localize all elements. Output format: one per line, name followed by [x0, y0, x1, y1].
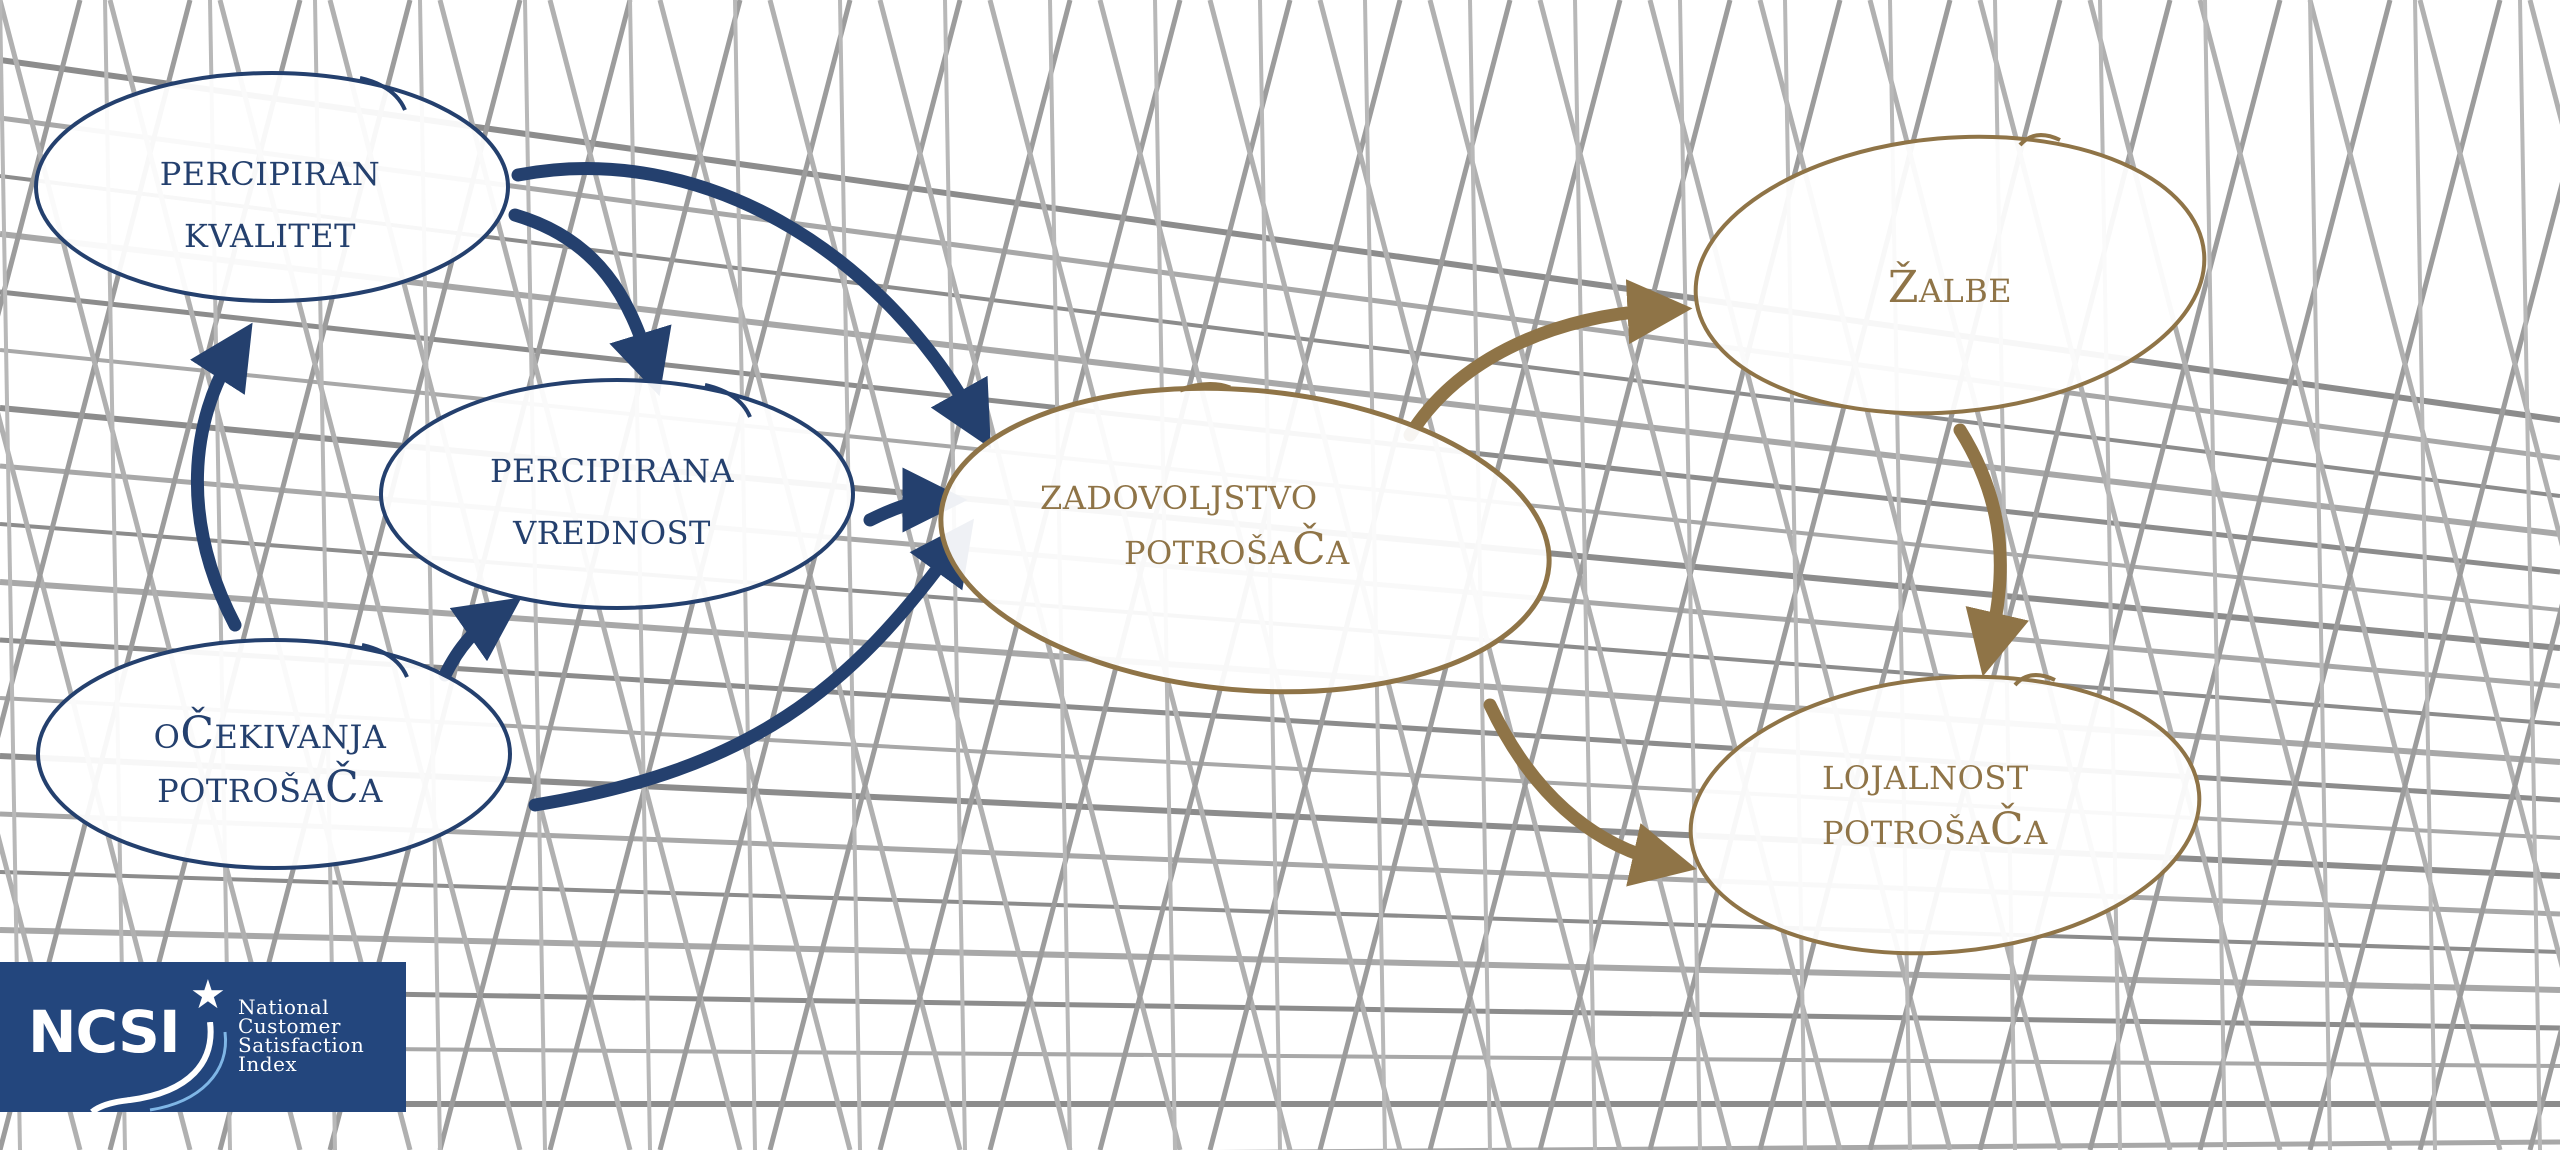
satisfaction-line2-large-letter: Č	[1291, 524, 1327, 575]
node-perceived-value-label: PERCIPIRANA VREDNOST	[462, 455, 762, 549]
logo-line1: National	[238, 995, 330, 1019]
lattice-beam	[1678, 0, 1702, 1150]
node-customer-expectations-label: OČEKIVANJA POTROŠAČA	[120, 712, 420, 810]
expectations-rest: EKIVANJA	[214, 718, 387, 756]
customer-loyalty-line1: LOJALNOST	[1822, 759, 2029, 797]
lattice-beam	[0, 0, 22, 1150]
arrow-satisfaction-to-loyalty	[1483, 698, 1697, 887]
node-customer-expectations-shape	[36, 638, 512, 870]
expectations-large-letter: Č	[180, 708, 215, 759]
node-customer-satisfaction-label: ZADOVOLJSTVO POTROŠAČA	[1040, 479, 1349, 572]
arrow-expectations-to-value	[438, 597, 522, 682]
ncsi-logo: NCSI ★ National Customer Satisfaction In…	[0, 962, 406, 1112]
lattice-beam	[2417, 603, 2560, 1150]
node-shapes	[34, 71, 2207, 956]
arrow-quality-to-satisfaction	[511, 162, 991, 449]
lattice-beam	[2308, 0, 2332, 1150]
node-perceived-quality-label: PERCIPIRAN KVALITET	[120, 158, 420, 252]
complaints-line: ŽALBE	[1830, 266, 2070, 310]
satisfaction-line2-lead: POTROŠA	[1124, 534, 1292, 572]
node-customer-loyalty-shape	[1688, 673, 2202, 956]
logo-line3: Satisfaction	[238, 1033, 365, 1057]
node-complaints-label: ŽALBE	[1830, 266, 2070, 310]
customer-expectations-line2: POTROŠAČA	[120, 766, 420, 810]
expectations-first-letter: O	[153, 718, 181, 756]
lattice-beam	[1427, 0, 1733, 1150]
lattice-beam	[2413, 0, 2437, 1150]
node-customer-loyalty-label: LOJALNOST POTROŠAČA	[1822, 762, 2142, 852]
node-customer-satisfaction-shape	[938, 382, 1552, 695]
expectations-line2-end: A	[359, 772, 383, 810]
node-perceived-quality-shape	[34, 71, 510, 303]
loyalty-line2-large-letter: Č	[1989, 804, 2025, 855]
arrow-value-to-satisfaction	[863, 467, 968, 533]
logo-line2: Customer	[238, 1014, 341, 1038]
lattice-beam	[2197, 0, 2503, 1150]
lattice-beam	[657, 0, 963, 1150]
perceived-quality-line1: PERCIPIRAN	[159, 155, 381, 193]
lattice-beam	[2203, 0, 2227, 1150]
gold-arrows	[1403, 279, 2029, 887]
loyalty-line2-end: A	[2024, 814, 2048, 852]
node-complaints-shape	[1693, 133, 2207, 416]
customer-loyalty-line2: POTROŠAČA	[1822, 808, 2142, 852]
perceived-value-line2: VREDNOST	[513, 514, 711, 552]
logo-acronym: NCSI	[28, 998, 181, 1066]
loyalty-line2-lead: POTROŠA	[1822, 814, 1990, 852]
customer-expectations-line1: OČEKIVANJA	[120, 712, 420, 756]
arrow-quality-to-value	[508, 208, 672, 397]
arrow-expectations-to-satisfaction	[528, 518, 975, 812]
perceived-value-line1: PERCIPIRANA	[489, 452, 735, 490]
customer-satisfaction-line2: POTROŠAČA	[1040, 528, 1349, 572]
lattice-beam	[0, 870, 2560, 954]
arrow-satisfaction-to-complaints	[1403, 279, 1693, 442]
node-perceived-value-shape	[379, 378, 855, 610]
lattice-beam	[2307, 181, 2560, 1150]
complaints-large-letter: Ž	[1887, 262, 1919, 313]
lattice-beam	[0, 985, 2560, 1031]
complaints-rest: ALBE	[1918, 272, 2013, 310]
lattice-beam	[1573, 0, 1597, 1150]
arrow-expectations-to-quality	[190, 322, 253, 632]
expectations-line2-lead: POTROŠA	[157, 772, 326, 810]
perceived-quality-line2: KVALITET	[184, 217, 356, 255]
logo-line4: Index	[238, 1052, 298, 1076]
lattice-beam	[1977, 0, 2283, 1150]
lattice-beam	[2417, 0, 2560, 547]
lattice-beam	[2518, 0, 2542, 1150]
lattice-beam	[2527, 0, 2560, 125]
lattice-beam	[0, 0, 83, 317]
logo-full-name: National Customer Satisfaction Index	[238, 995, 365, 1076]
arrow-complaints-to-loyalty	[1953, 423, 2029, 677]
lattice-beam	[0, 833, 83, 1150]
customer-satisfaction-line1: ZADOVOLJSTVO	[1040, 479, 1318, 517]
blue-arrows	[190, 162, 991, 812]
lattice-beam	[2087, 0, 2393, 1150]
lattice-beam	[1215, 1139, 2560, 1150]
satisfaction-line2-end: A	[1326, 534, 1350, 572]
lattice-beam	[2527, 1025, 2560, 1150]
star-icon: ★	[190, 972, 226, 1018]
logo-swoosh-icon	[90, 1022, 228, 1112]
expectations-line2-large-letter: Č	[325, 762, 360, 813]
lattice-beam	[838, 0, 862, 1150]
